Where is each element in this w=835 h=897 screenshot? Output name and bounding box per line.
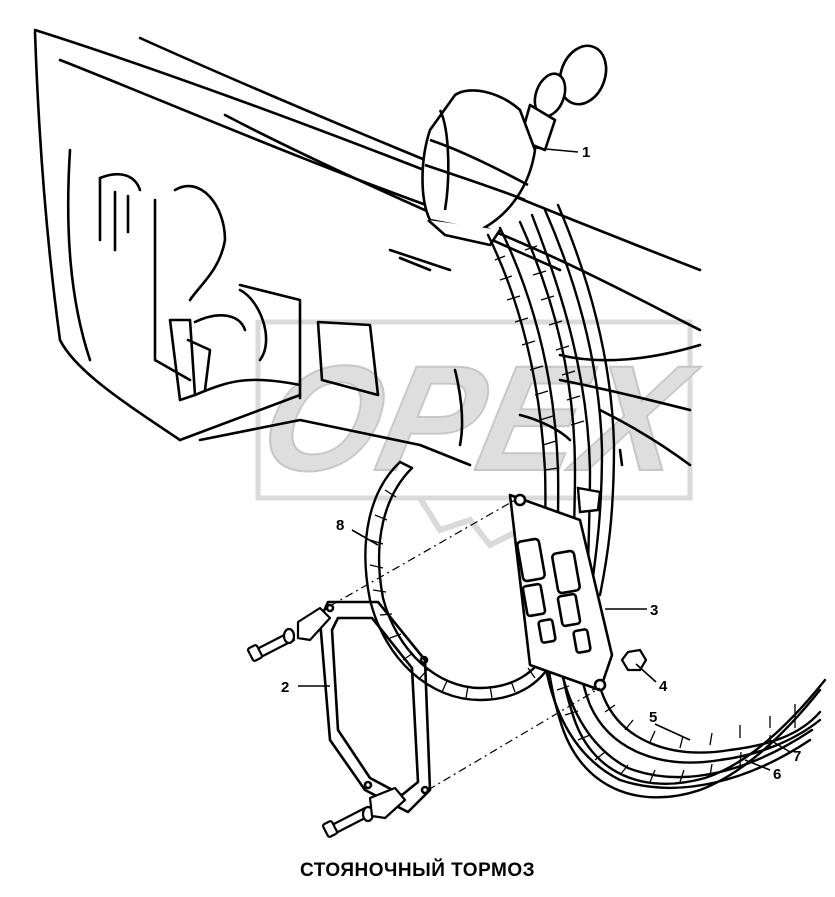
parking-brake-handle <box>421 44 608 247</box>
cable-8-hatching <box>369 489 536 699</box>
clip <box>576 486 602 514</box>
watermark-text: OPEX <box>248 336 708 503</box>
diagram-caption: СТОЯНОЧНЫЙ ТОРМОЗ <box>299 860 535 881</box>
cable-bracket <box>508 493 614 692</box>
callout-7: 7 <box>793 748 801 765</box>
callout-3: 3 <box>650 602 658 619</box>
callout-5: 5 <box>649 709 657 726</box>
alignment-lines <box>329 499 601 791</box>
callout-8: 8 <box>336 517 344 534</box>
nut <box>620 648 648 672</box>
leader-lines <box>298 147 791 771</box>
cable-8 <box>364 460 557 702</box>
cover-gasket <box>318 600 432 814</box>
callout-6: 6 <box>773 766 781 783</box>
callout-4: 4 <box>659 678 668 695</box>
fasteners <box>246 606 407 838</box>
watermark: OPEX <box>247 319 709 549</box>
callout-2: 2 <box>281 679 289 696</box>
dashboard-panel <box>33 28 702 467</box>
callout-1: 1 <box>582 144 590 161</box>
callout-labels: 1 2 3 4 5 6 7 8 <box>281 144 801 783</box>
